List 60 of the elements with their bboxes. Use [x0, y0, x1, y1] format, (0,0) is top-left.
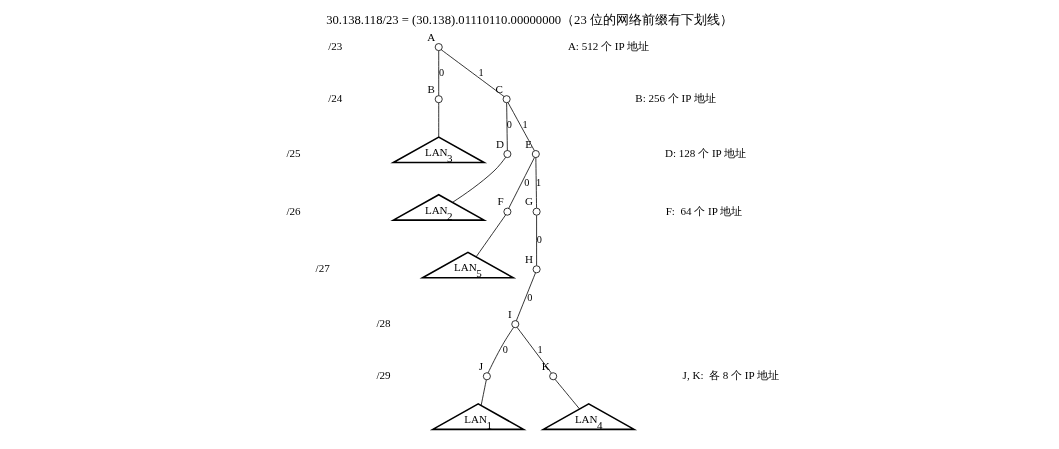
node-circle: [502, 95, 511, 104]
connector: [487, 327, 514, 374]
connector: [536, 215, 537, 266]
connector: [438, 102, 440, 138]
node-circle: [511, 320, 520, 329]
connector: [535, 157, 537, 209]
edge-label: 0: [524, 176, 530, 188]
edge-label: 0: [527, 291, 533, 303]
node-circle: [503, 207, 512, 216]
connector: [508, 157, 535, 209]
node-circle: [503, 150, 512, 158]
connector: [440, 49, 505, 97]
edge-label: 1: [537, 343, 543, 355]
connector: [507, 102, 535, 151]
label: /24: [328, 92, 343, 105]
edge-label: 1: [536, 176, 542, 188]
node-circle: [531, 150, 540, 158]
label: A: 512 个 IP 地址: [567, 40, 649, 52]
diagram-title: 30.138.118/23 = (30.138).01110110.00000000（23 位的网络前缀有下划线）: [326, 13, 733, 28]
edge-label: 1: [478, 66, 484, 78]
node-label: H: [525, 252, 534, 265]
node-label: F: [497, 195, 504, 208]
node-circle: [532, 207, 541, 216]
connector: [438, 50, 440, 96]
connector: [516, 327, 552, 374]
node-circle: [434, 43, 443, 52]
label: /28: [376, 317, 391, 330]
label: D: 128 个 IP 地址: [665, 146, 747, 159]
node-label: E: [525, 137, 533, 150]
node-label: G: [525, 195, 534, 208]
edge-label: 0: [536, 234, 542, 246]
node-label: I: [507, 307, 512, 320]
label: F: 64 个 IP 地址: [665, 204, 743, 217]
label: /29: [376, 369, 391, 382]
label: B: 256 个 IP 地址: [635, 92, 716, 105]
edge-label: 0: [506, 118, 512, 130]
edge-label: 1: [522, 118, 528, 130]
node-label: J: [478, 359, 484, 372]
node-circle: [482, 372, 491, 381]
label: /26: [286, 204, 301, 217]
node-label: C: [495, 82, 503, 95]
edge-label: 0: [502, 343, 508, 355]
node-circle: [434, 95, 443, 104]
connector: [554, 378, 580, 410]
connector: [506, 102, 508, 151]
label: /25: [286, 146, 301, 159]
connector: [480, 379, 487, 406]
label: /27: [315, 262, 330, 275]
node-circle: [549, 372, 558, 381]
connector: [475, 214, 507, 258]
node-circle: [532, 265, 541, 274]
label: /23: [328, 40, 343, 52]
edge-label: 0: [438, 66, 445, 78]
node-label: A: [427, 30, 436, 43]
connector: [452, 156, 507, 203]
node-label: B: [427, 82, 435, 95]
node-label: D: [495, 137, 504, 150]
connector: [515, 272, 536, 322]
node-label: K: [541, 359, 550, 372]
label: J, K: 各 8 个 IP 地址: [682, 369, 779, 382]
